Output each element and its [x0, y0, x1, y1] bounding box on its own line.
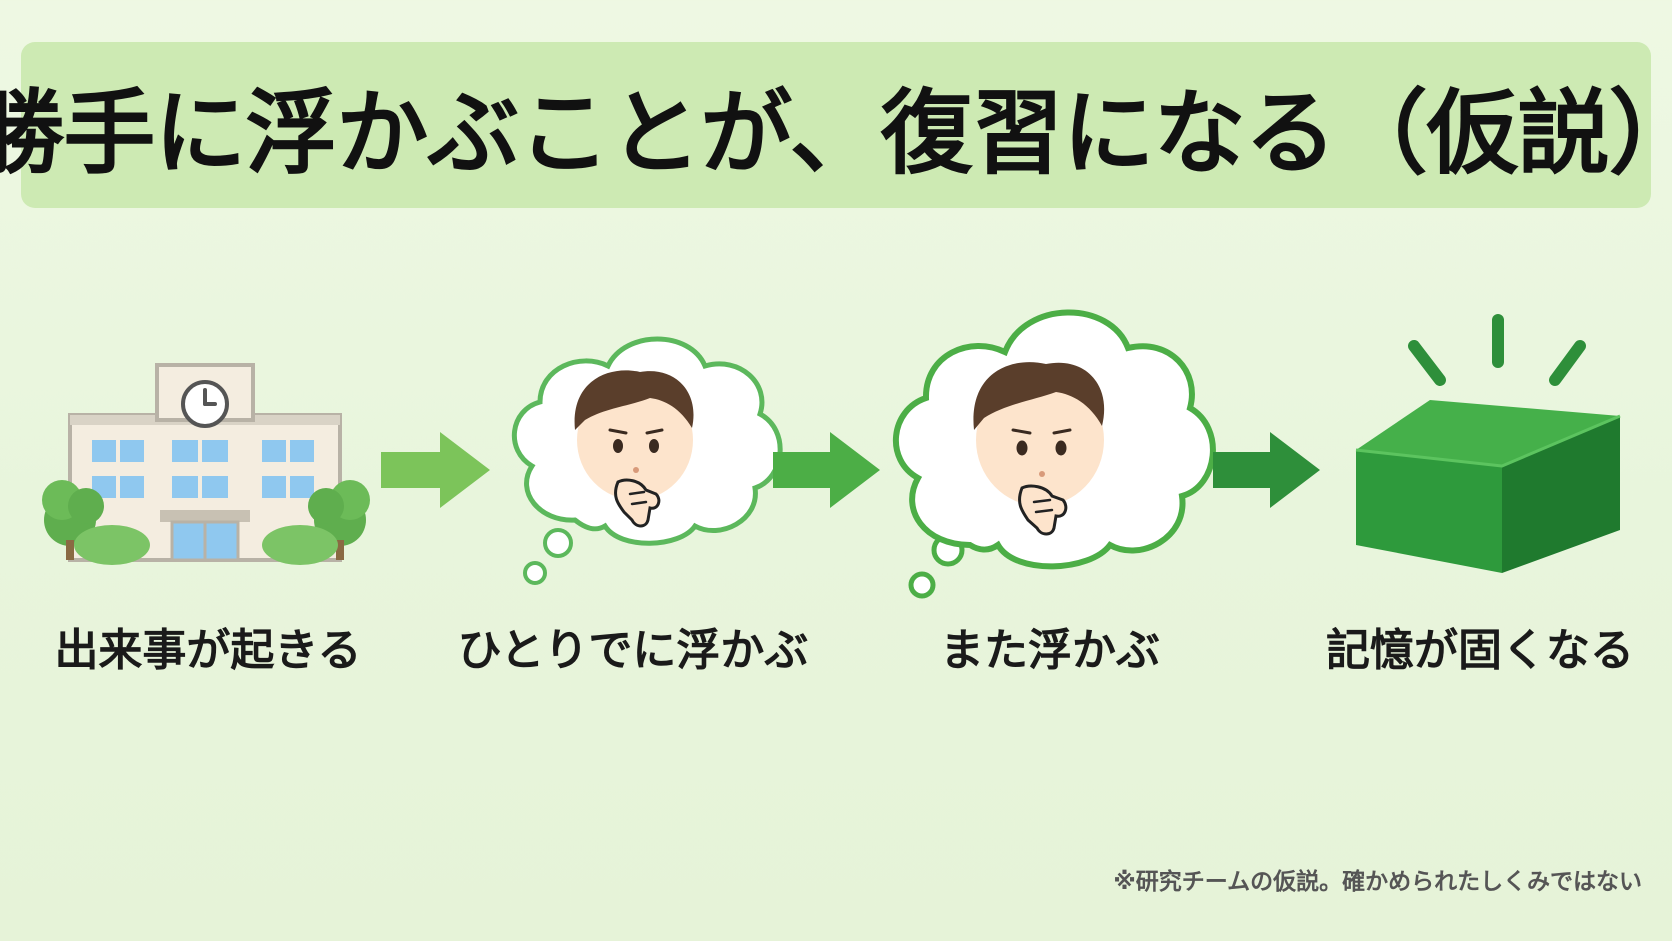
step-label-memory-solid: 記憶が固くなる: [1326, 625, 1634, 676]
emphasis-lines-icon: [1408, 314, 1586, 386]
thought-bubble-icon: [511, 336, 783, 585]
school-building-icon: [42, 363, 370, 565]
title-banner: 勝手に浮かぶことが、復習になる（仮説）: [0, 42, 1672, 208]
step-label-recall-again: また浮かぶ: [940, 625, 1160, 676]
arrow-right-icon: [773, 432, 880, 508]
thinking-person-icon: [574, 370, 694, 528]
thought-bubble-large-icon: [893, 309, 1216, 599]
arrow-right-icon: [381, 432, 490, 508]
footnote: ※研究チームの仮説。確かめられたしくみではない: [1113, 869, 1642, 895]
arrow-right-icon: [1213, 432, 1320, 508]
step-label-recall-once: ひとりでに浮かぶ: [457, 625, 809, 676]
step-label-event: 出来事が起きる: [54, 625, 362, 676]
solid-block-icon: [1355, 314, 1621, 573]
thinking-person-icon: [973, 362, 1105, 536]
page-title: 勝手に浮かぶことが、復習になる（仮説）: [0, 79, 1672, 187]
